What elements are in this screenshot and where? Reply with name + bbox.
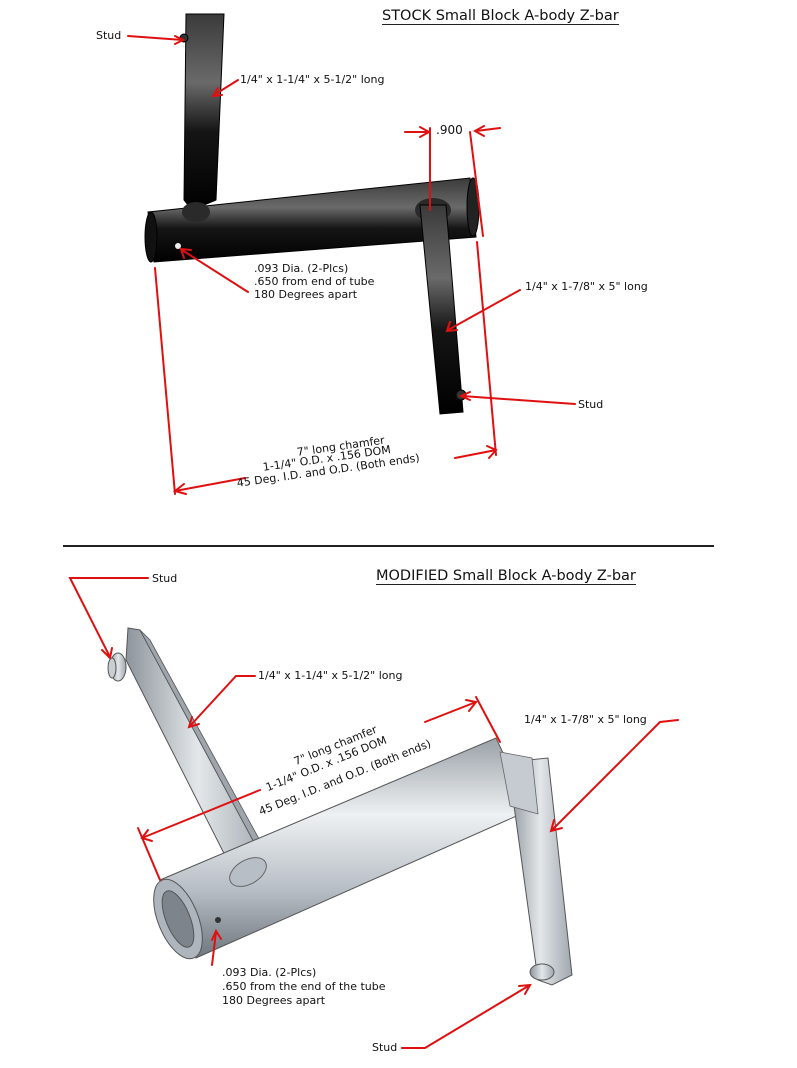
modified-hole-line-1: .093 Dia. (2-Plcs) <box>222 966 317 979</box>
modified-stud-bottom-leader <box>401 984 531 1049</box>
modified-tube-extension-right <box>475 696 501 743</box>
modified-long-arm-label: 1/4" x 1-1/4" x 5-1/2" long <box>258 669 403 682</box>
stock-short-arm <box>419 204 464 415</box>
stock-hole-line-3: 180 Degrees apart <box>254 288 358 301</box>
stock-title: STOCK Small Block A-body Z-bar <box>382 8 619 25</box>
stock-long-arm-leader <box>213 79 239 96</box>
stock-long-arm-label: 1/4" x 1-1/4" x 5-1/2" long <box>240 73 385 86</box>
stock-title-rest: Small Block A-body Z-bar <box>431 8 619 24</box>
stock-short-arm-label: 1/4" x 1-7/8" x 5" long <box>525 280 648 293</box>
stock-zbar-part <box>144 13 480 415</box>
stock-stud-top-leader <box>127 35 184 41</box>
stock-tube-extension-right <box>476 241 497 456</box>
modified-annotations <box>68 577 679 1049</box>
modified-hole-line-3: 180 Degrees apart <box>222 994 326 1007</box>
modified-short-arm-label: 1/4" x 1-7/8" x 5" long <box>524 713 647 726</box>
stock-gap-label: .900 <box>436 123 463 137</box>
modified-stud-top-leader <box>68 577 149 658</box>
stock-gap-extension-right <box>469 131 484 237</box>
stock-tube-extension-left <box>154 267 176 495</box>
modified-short-arm <box>507 757 573 986</box>
stock-annotations <box>127 35 576 495</box>
modified-hole-line-2: .650 from the end of the tube <box>222 980 386 993</box>
stock-stud-top-label: Stud <box>96 29 122 42</box>
modified-title-rest: Small Block A-body Z-bar <box>448 568 636 584</box>
stock-tube-hole <box>175 243 181 249</box>
modified-stud-top-label: Stud <box>152 572 178 585</box>
stock-hole-line-1: .093 Dia. (2-Plcs) <box>254 262 349 275</box>
stock-hole-line-2: .650 from end of tube <box>254 275 375 288</box>
section-divider <box>63 545 714 547</box>
modified-short-arm-leader <box>551 719 679 831</box>
modified-long-arm-leader <box>189 675 256 727</box>
modified-tube-hole <box>215 917 221 923</box>
stock-stud-bottom-leader <box>461 395 576 405</box>
modified-hole-leader <box>211 931 217 966</box>
modified-bottom-stud <box>529 963 555 981</box>
modified-zbar-part <box>107 627 573 986</box>
modified-tube-extension-left <box>137 827 161 881</box>
stock-stud-bottom-label: Stud <box>578 398 604 411</box>
stock-hole-leader <box>181 249 249 293</box>
modified-title: MODIFIED Small Block A-body Z-bar <box>376 568 636 585</box>
stock-long-arm <box>183 13 225 211</box>
modified-title-caps: MODIFIED <box>376 568 449 584</box>
stock-title-caps: STOCK <box>382 8 432 24</box>
modified-stud-bottom-label: Stud <box>372 1041 398 1054</box>
stock-tube-left-end <box>144 211 158 263</box>
